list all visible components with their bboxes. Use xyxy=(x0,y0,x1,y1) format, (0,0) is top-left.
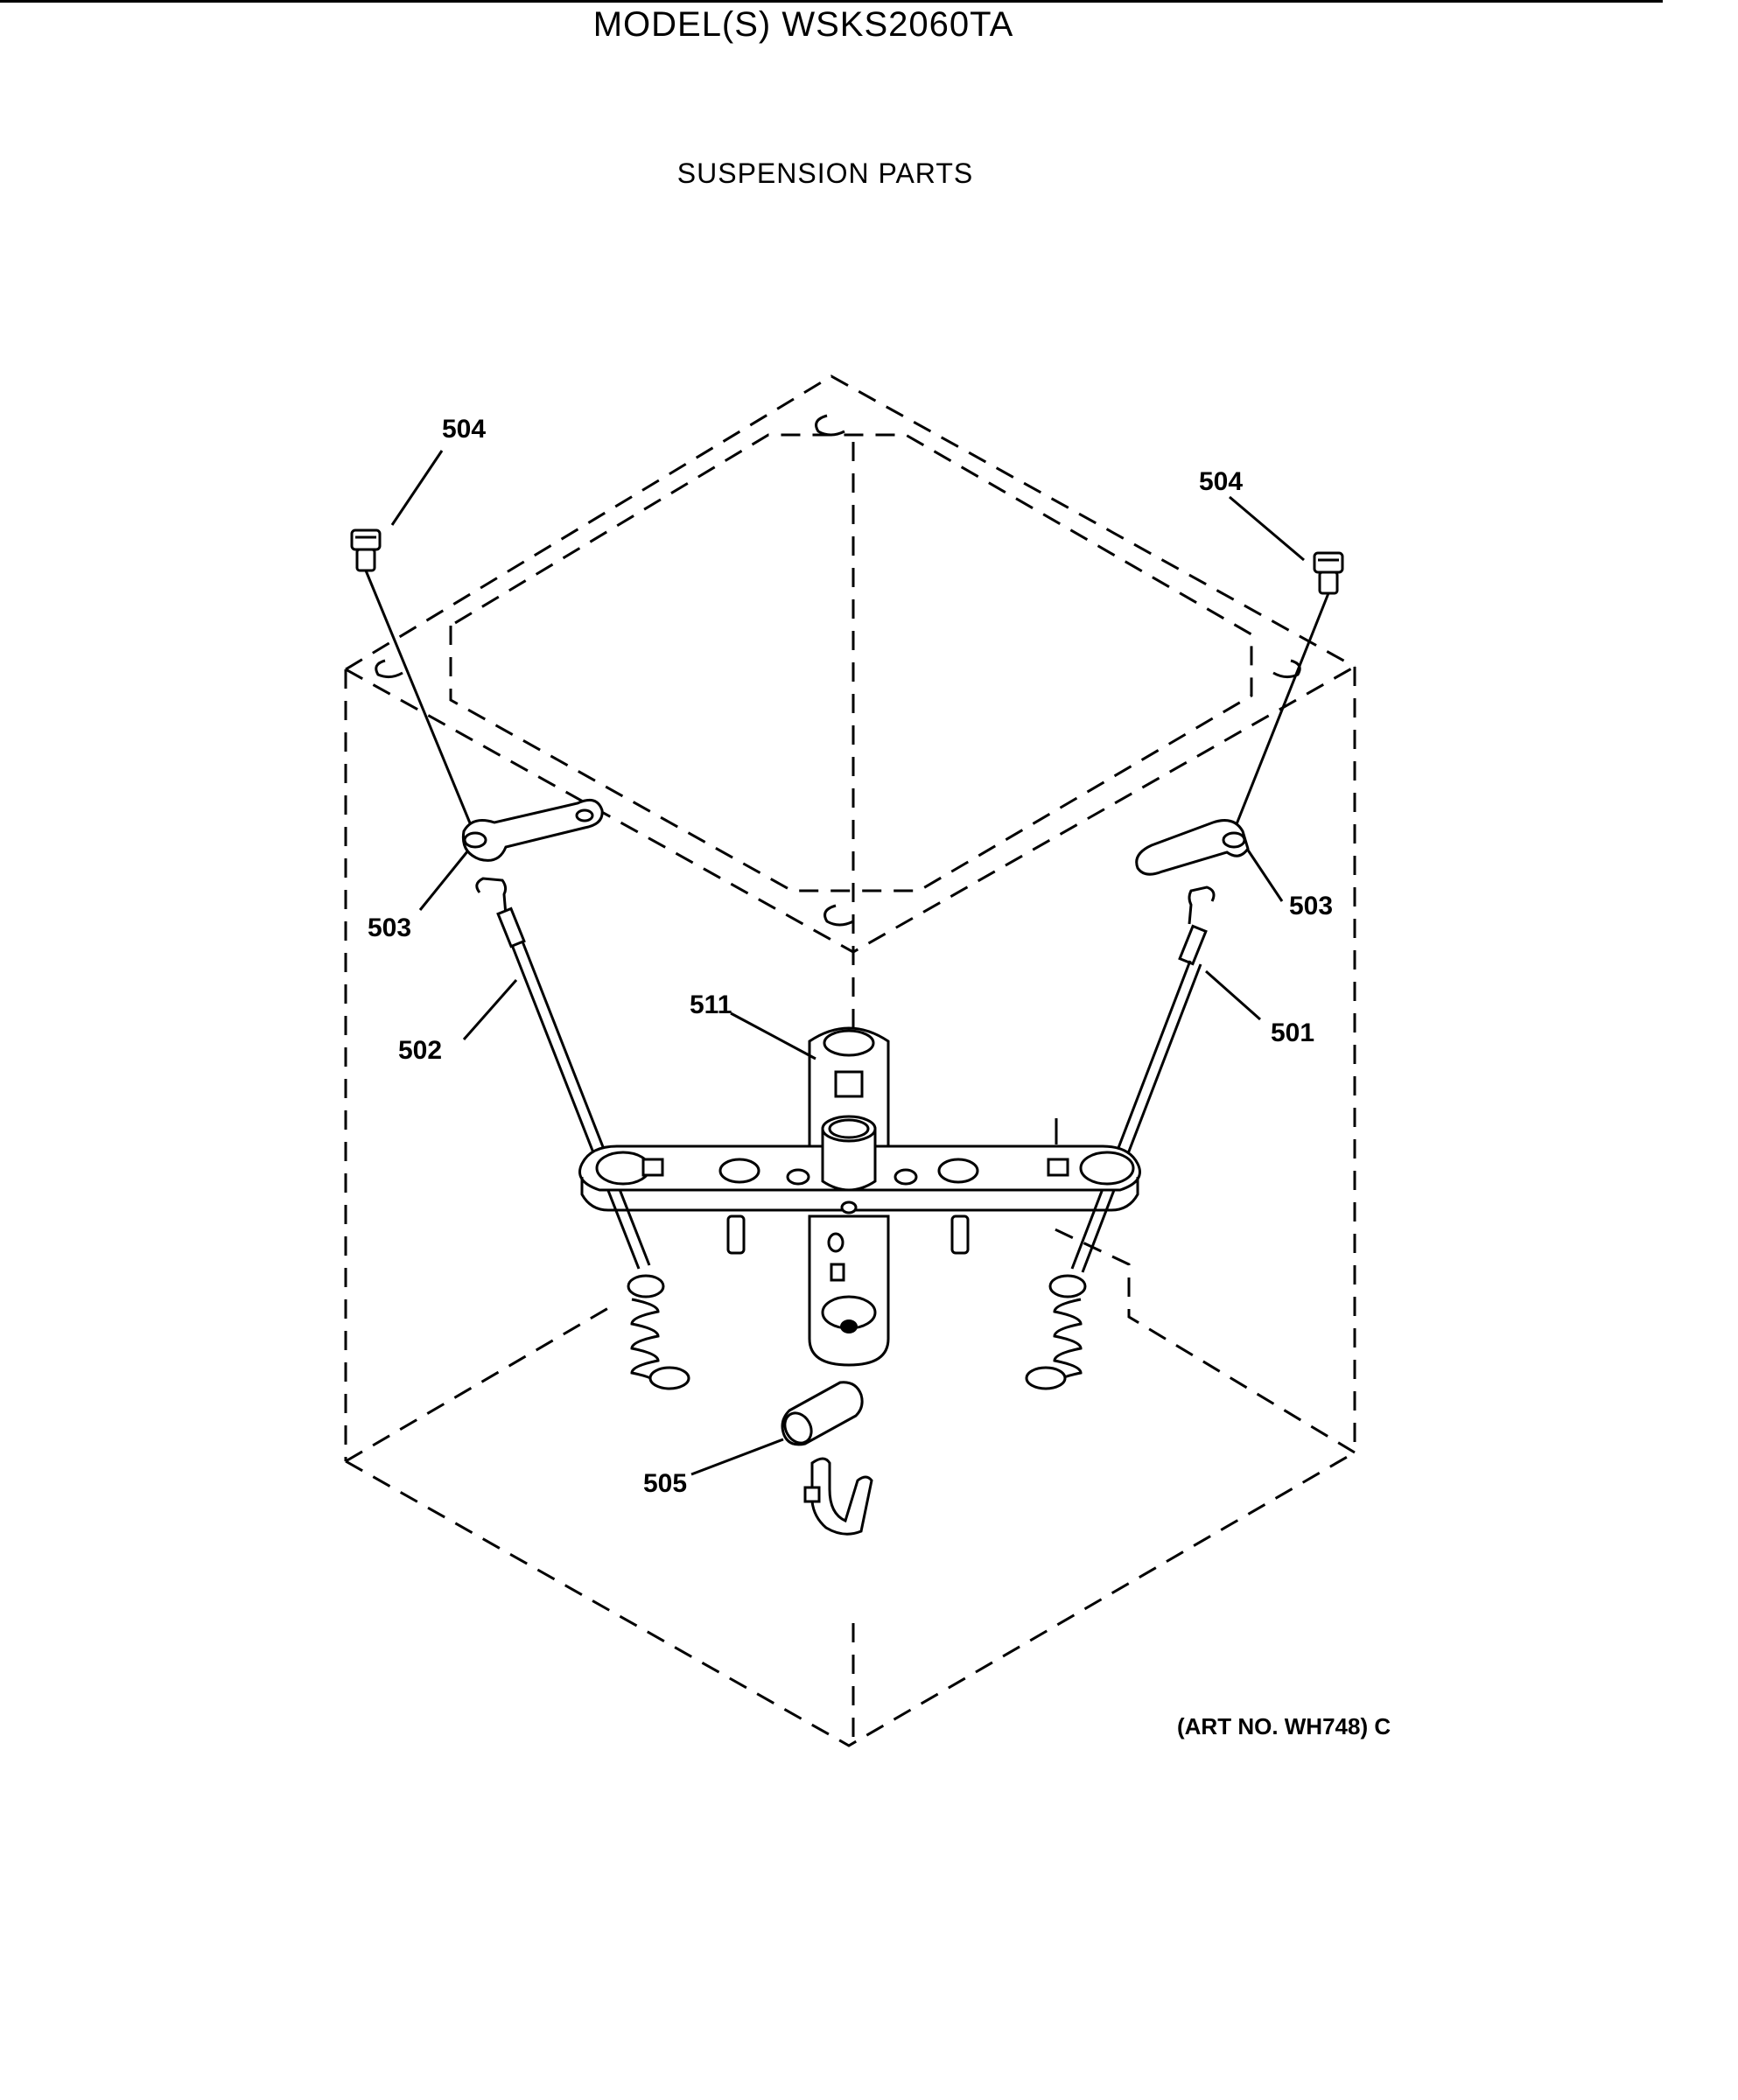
suspension-rod-left xyxy=(350,528,690,1390)
top-lug-left xyxy=(375,659,403,679)
top-lug-back xyxy=(815,414,845,437)
callout-503-left: 503 xyxy=(368,914,411,942)
callout-511: 511 xyxy=(690,990,732,1019)
suspension-rod-right xyxy=(1025,551,1344,1390)
callout-504-right: 504 xyxy=(1199,467,1243,496)
callout-502: 502 xyxy=(398,1036,442,1065)
callout-504-left: 504 xyxy=(442,415,486,444)
top-rule xyxy=(0,0,1663,3)
base-cross-bracket xyxy=(578,1026,1141,1367)
callout-leaders xyxy=(390,450,1305,1476)
section-title: SUSPENSION PARTS xyxy=(676,158,974,189)
callout-505: 505 xyxy=(643,1469,687,1498)
art-number: (ART NO. WH748) C xyxy=(1177,1713,1391,1740)
model-title: MODEL(S) WSKS2060TA xyxy=(592,5,1014,44)
top-lug-front xyxy=(823,904,854,927)
cabinet-outline xyxy=(344,374,1356,1747)
top-lug-right xyxy=(1272,659,1301,679)
snubber-assembly xyxy=(781,1381,873,1536)
callout-501: 501 xyxy=(1271,1018,1314,1047)
callout-503-right: 503 xyxy=(1289,892,1333,920)
